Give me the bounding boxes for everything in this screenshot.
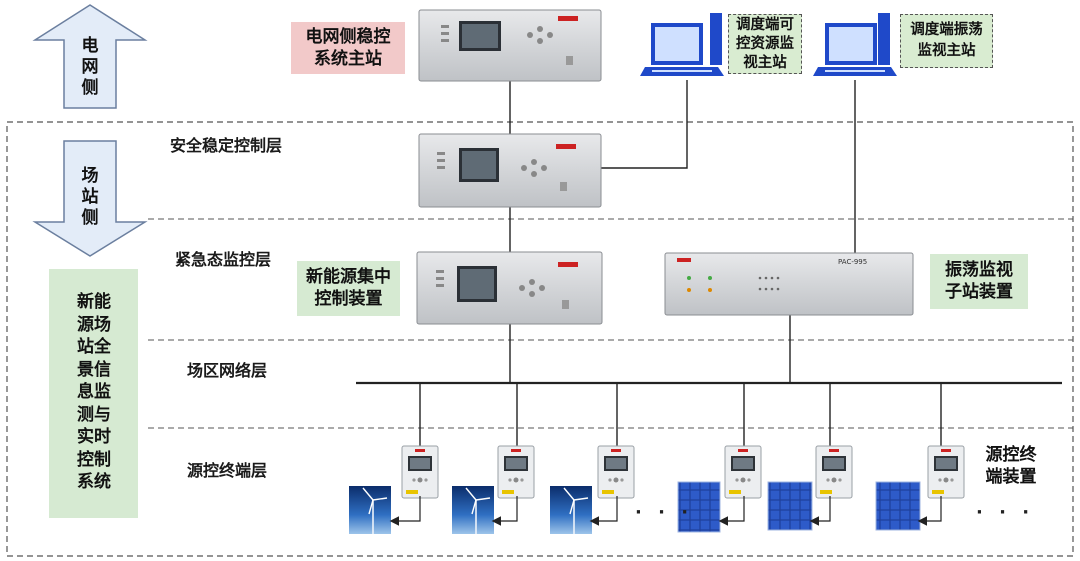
terminal-device-icon: [927, 445, 965, 499]
feed-arrow: [809, 496, 831, 526]
layer-label-station-network: 场区网络层: [187, 361, 268, 380]
feed-arrow: [718, 496, 745, 526]
wind-turbine-icon: [452, 486, 494, 534]
dispatch-source-monitor-box: 调度端可控资源监视主站: [728, 14, 802, 74]
station-side-down-arrow: [32, 140, 148, 257]
grid-master-rack-device: [418, 9, 602, 82]
station-side-boundary: [6, 121, 1074, 557]
wind-turbine-icon: [550, 486, 592, 534]
ellipsis-solar: · · ·: [976, 502, 1035, 523]
grid-master-station-box: 电网侧稳控系统主站: [291, 22, 405, 74]
device-model-label: PAC-995: [838, 258, 867, 266]
feed-arrow: [589, 496, 618, 526]
layer-label-source-terminal: 源控终端层: [187, 461, 268, 480]
terminal-device-icon: [401, 445, 439, 499]
system-name-label: 新能源场站全 景信息监测与 实时控制系统: [77, 292, 111, 492]
oscillation-substation-box: 振荡监视子站装置: [930, 254, 1028, 309]
ellipsis-wind: · · ·: [635, 502, 694, 523]
security-control-rack-device: [418, 133, 602, 208]
feed-arrows: [389, 496, 942, 526]
layer-label-emergency-monitor: 紧急态监控层: [175, 250, 272, 269]
energy-source-images: [349, 481, 921, 534]
source-terminal-device-label: 源控终端装置: [985, 445, 1037, 487]
solar-panel-icon: [875, 481, 921, 531]
terminal-device-icon: [815, 445, 853, 499]
feed-arrow: [917, 496, 942, 526]
solar-panel-icon: [767, 481, 813, 531]
solar-panel-icon: [677, 481, 721, 533]
dispatch-source-computer-icon: [640, 13, 724, 76]
source-terminal-devices: [401, 445, 965, 499]
station-side-label: 场 站 侧: [81, 166, 99, 228]
wind-turbine-icon: [349, 486, 391, 534]
new-energy-central-rack-device: [416, 251, 603, 325]
grid-side-label: 电 网 侧: [81, 36, 99, 98]
terminal-device-icon: [497, 445, 535, 499]
terminal-device-icon: [597, 445, 635, 499]
connection-lines: [356, 80, 1062, 446]
oscillation-substation-rack-device: [664, 252, 914, 316]
dispatch-oscillation-monitor-box: 调度端振荡监视主站: [900, 14, 993, 68]
dispatch-oscillation-computer-icon: [813, 13, 897, 76]
layer-label-security-control: 安全稳定控制层: [170, 136, 283, 155]
terminal-device-icon: [724, 445, 762, 499]
system-name-box: [49, 269, 138, 518]
grid-side-up-arrow: [32, 4, 148, 109]
feed-arrow: [491, 496, 518, 526]
new-energy-central-box: 新能源集中控制装置: [297, 261, 400, 316]
feed-arrow: [389, 496, 421, 526]
